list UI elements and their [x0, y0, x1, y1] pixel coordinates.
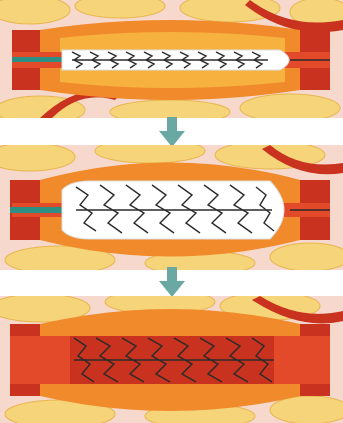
- down-arrow-icon: [159, 117, 185, 147]
- stage-1-crimped-stent: [0, 0, 343, 118]
- stage-3-illustration: [0, 296, 343, 423]
- catheter-shaft: [10, 207, 70, 213]
- down-arrow-icon: [159, 267, 185, 297]
- stage-3-deployed-stent: [0, 296, 343, 423]
- stage-1-illustration: [0, 0, 343, 118]
- stage-2-inflating-balloon: [0, 145, 343, 270]
- stage-2-illustration: [0, 145, 343, 270]
